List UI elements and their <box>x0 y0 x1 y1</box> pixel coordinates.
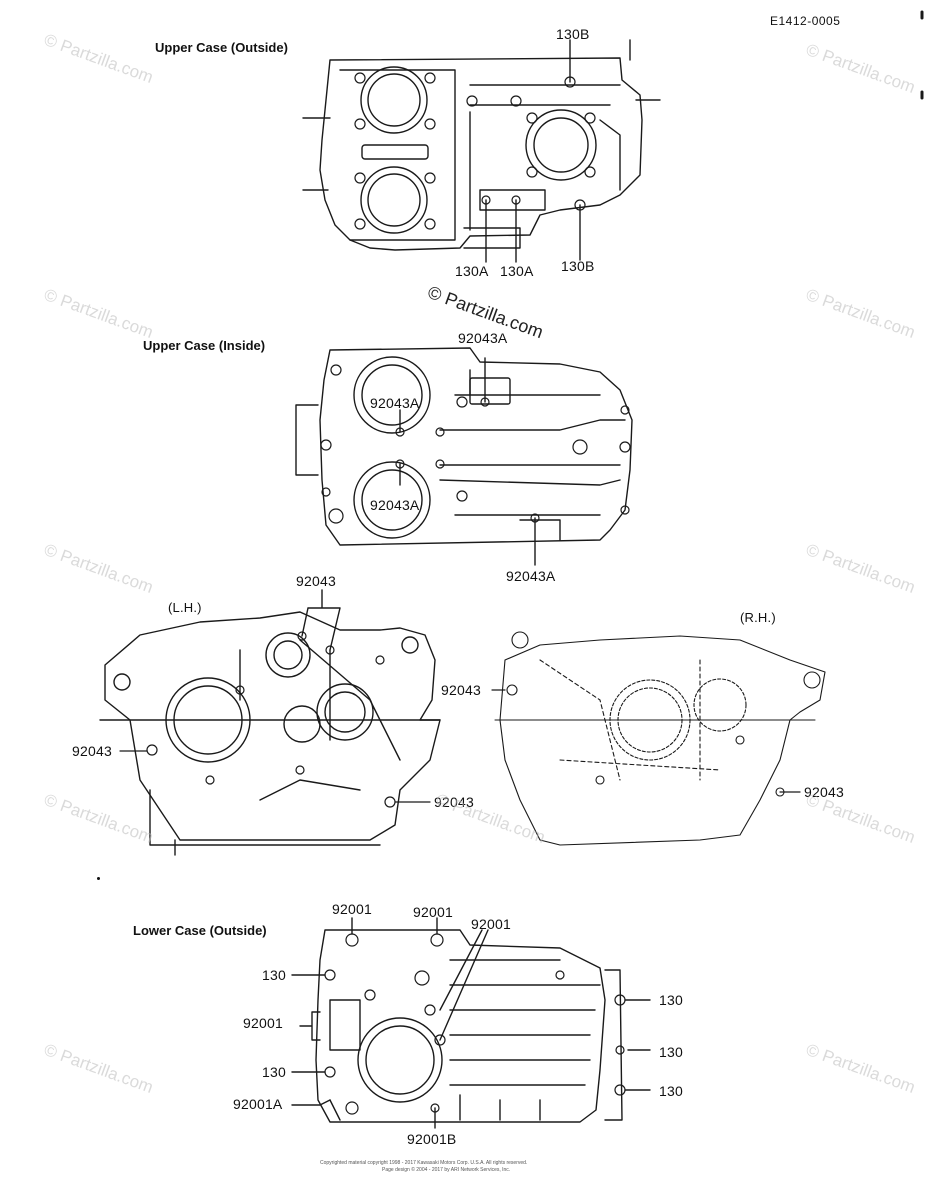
upper-case-outside-drawing <box>302 39 661 263</box>
part-label-92043-rh-left[interactable]: 92043 <box>441 682 481 698</box>
part-label-92043a-top[interactable]: 92043A <box>458 330 508 346</box>
section-upper-case-inside: Upper Case (Inside) <box>143 338 266 353</box>
part-label-130-left-upper[interactable]: 130 <box>262 967 286 983</box>
part-label-130a[interactable]: 130A <box>455 263 489 279</box>
part-label-92001a[interactable]: 92001A <box>233 1096 283 1112</box>
leader-lines <box>119 10 924 803</box>
stray-dot <box>97 877 100 880</box>
part-label-92001-a[interactable]: 92001 <box>332 901 372 917</box>
part-label-92043a-upper[interactable]: 92043A <box>370 395 420 411</box>
section-upper-case-outside: Upper Case (Outside) <box>155 40 288 55</box>
part-label-92043-lh-left[interactable]: 92043 <box>72 743 112 759</box>
part-label-92043-rh-right[interactable]: 92043 <box>804 784 844 800</box>
upper-case-inside-drawing <box>295 347 633 566</box>
footer-page-design: Page design © 2004 - 2017 by ARI Network… <box>382 1167 511 1173</box>
part-label-92001-b[interactable]: 92001 <box>413 904 453 920</box>
part-label-130b-right[interactable]: 130B <box>561 258 595 274</box>
part-label-92001b[interactable]: 92001B <box>407 1131 457 1147</box>
part-label-92043-lh-top[interactable]: 92043 <box>296 573 336 589</box>
part-label-92043a-bottom[interactable]: 92043A <box>506 568 556 584</box>
part-label-130-right-lower[interactable]: 130 <box>659 1083 683 1099</box>
diagram-code: E1412-0005 <box>770 14 841 28</box>
part-label-92043-lh-bottom[interactable]: 92043 <box>434 794 474 810</box>
part-label-130-left-lower[interactable]: 130 <box>262 1064 286 1080</box>
part-label-92001-c[interactable]: 92001 <box>471 916 511 932</box>
part-label-130-right-middle[interactable]: 130 <box>659 1044 683 1060</box>
part-label-130b-top[interactable]: 130B <box>556 26 590 42</box>
section-rh: (R.H.) <box>740 610 776 625</box>
part-label-130-right-upper[interactable]: 130 <box>659 992 683 1008</box>
rh-case-drawing <box>494 631 826 846</box>
part-label-92043a-lower[interactable]: 92043A <box>370 497 420 513</box>
footer-copyright: Copyrighted material copyright 1998 - 20… <box>320 1160 528 1166</box>
section-lh: (L.H.) <box>168 600 202 615</box>
lh-case-drawing <box>99 589 441 856</box>
part-label-130a-second[interactable]: 130A <box>500 263 534 279</box>
part-label-92001-d[interactable]: 92001 <box>243 1015 283 1031</box>
section-lower-case-outside: Lower Case (Outside) <box>133 923 267 938</box>
lower-case-outside-drawing <box>291 917 651 1129</box>
